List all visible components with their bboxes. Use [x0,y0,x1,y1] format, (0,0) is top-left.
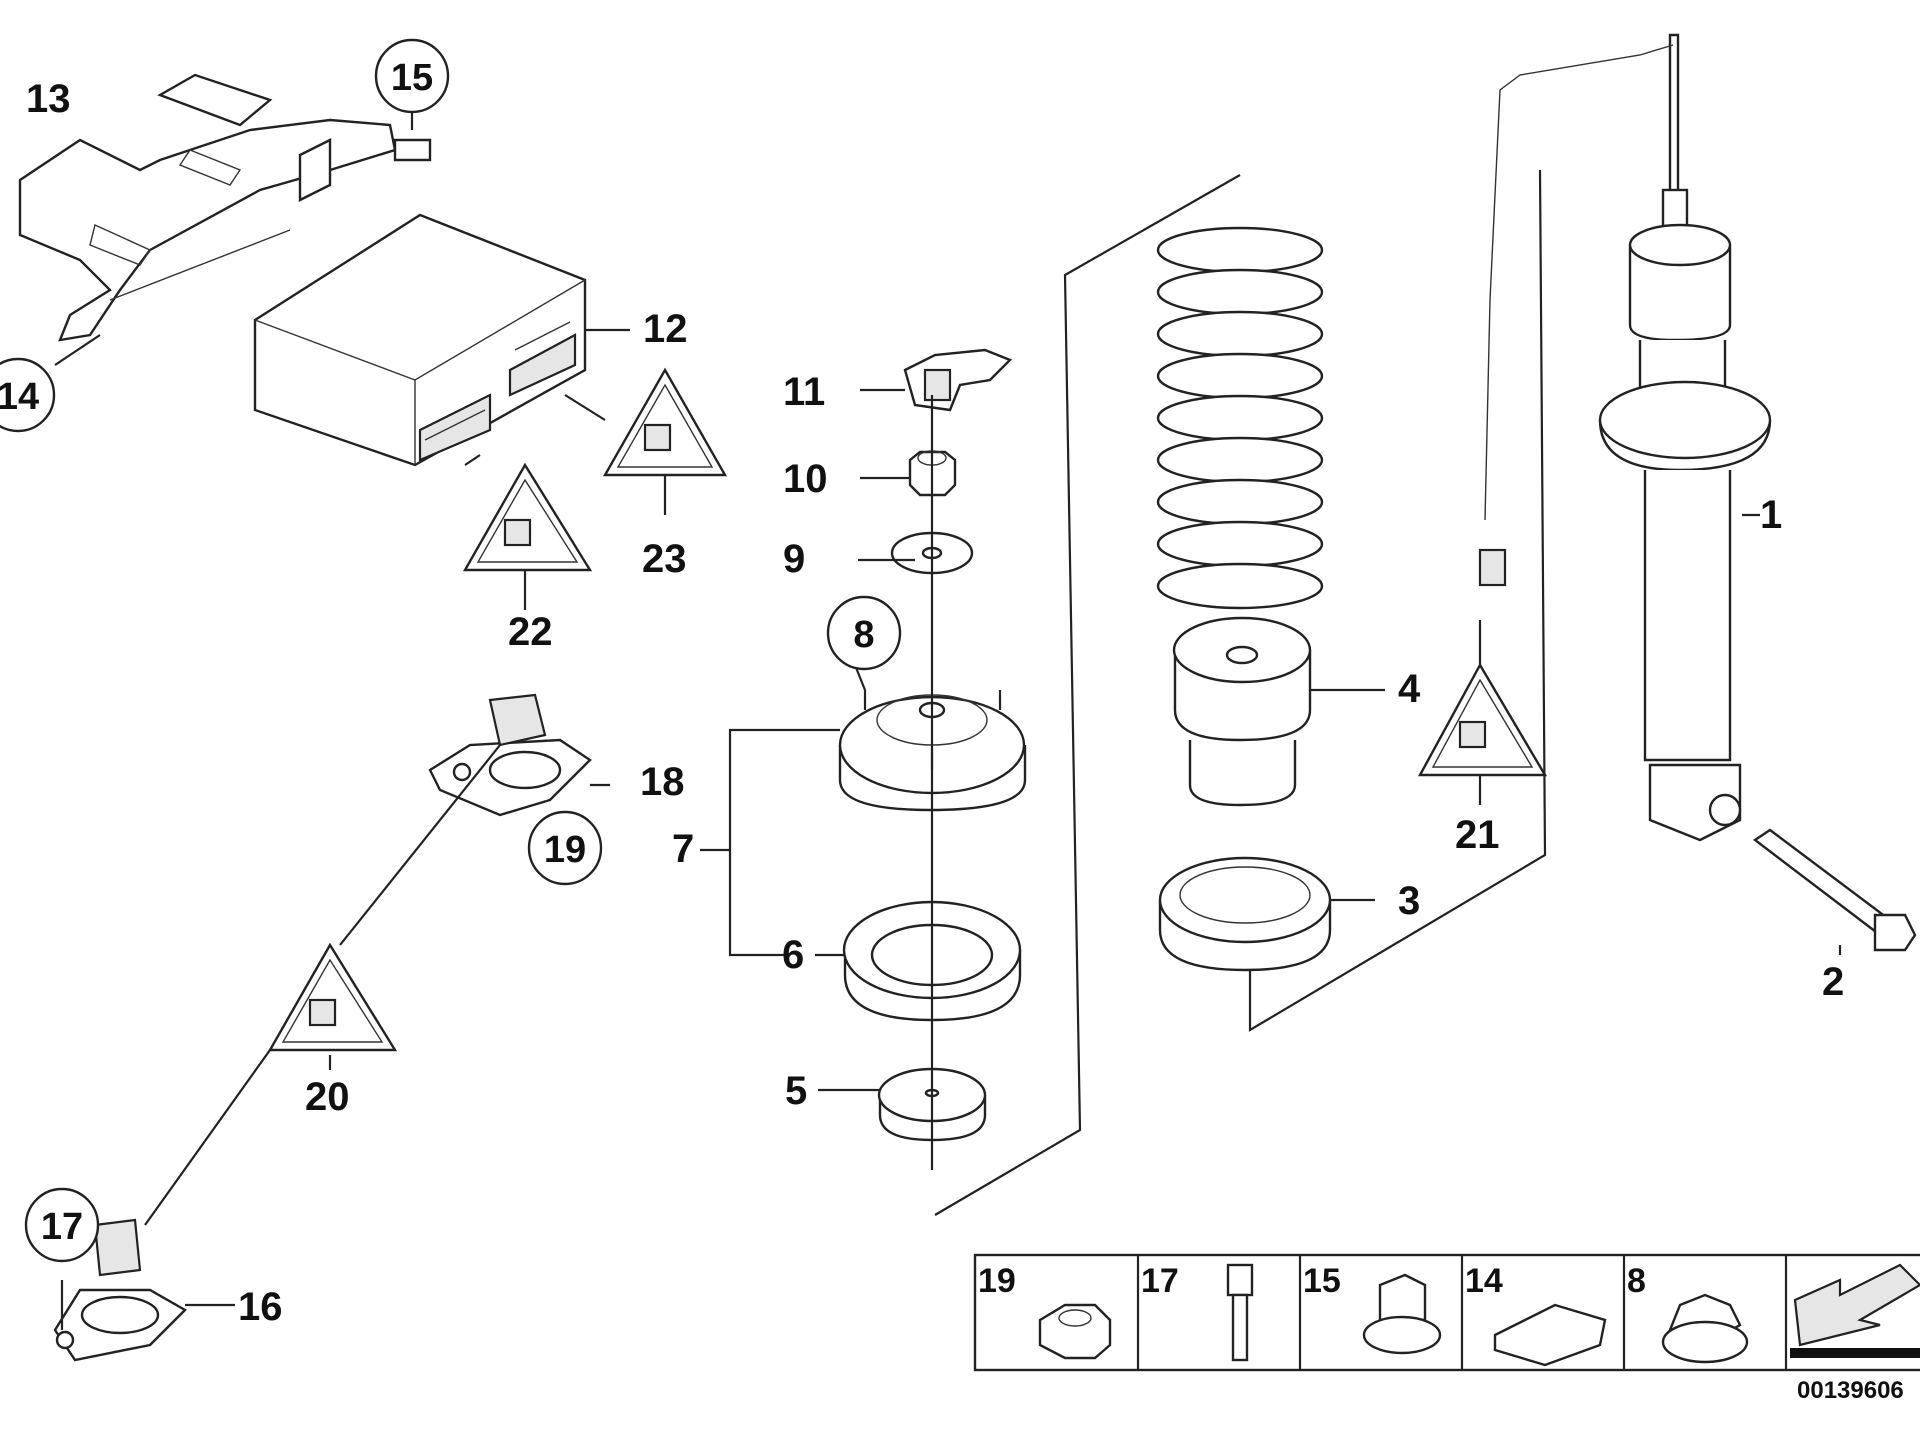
callout-1: 1 [1760,493,1782,537]
legend-label-8: 8 [1627,1262,1646,1300]
svg-text:14: 14 [0,376,39,418]
svg-text:8: 8 [853,614,874,656]
socket-bolt-icon [1226,1263,1254,1297]
callout-15: 15 [374,38,450,114]
callout-16: 16 [238,1285,283,1329]
callout-11: 11 [783,370,825,414]
hex-nut-icon [1038,1303,1112,1360]
bump-stop-4 [1172,616,1312,807]
callout-14: 14 [0,357,56,433]
bracket-13 [18,73,432,342]
sensor-18 [428,693,592,817]
callout-22: 22 [508,610,553,654]
svg-text:17: 17 [41,1206,83,1248]
flange-nut-icon [1378,1273,1427,1322]
callout-9: 9 [783,537,805,581]
shock-absorber-1 [1598,33,1772,842]
diagram-code: 00139606 [1797,1377,1904,1404]
callout-7: 7 [672,827,694,871]
clip-11 [903,348,1013,412]
spring-clip-icon [1493,1303,1607,1367]
callout-10: 10 [783,457,828,501]
callout-12: 12 [643,307,688,351]
sensor-cable [1484,44,1674,521]
warning-triangle-20 [267,942,398,1052]
spring-coil [1156,436,1324,484]
callout-5: 5 [785,1069,807,1113]
dashed-frame [934,169,1547,1216]
direction-arrow-icon [1793,1263,1920,1347]
callout-13: 13 [26,77,71,121]
callout-19: 19 [527,810,603,886]
leader-lines [54,112,1842,1307]
spring-coil [1156,394,1324,442]
spring-coil [1156,562,1324,610]
spring-pad-3 [1158,856,1332,972]
callout-23: 23 [642,537,687,581]
bolt-2 [1752,828,1917,952]
warning-triangle-23 [602,367,728,477]
callout-18: 18 [640,760,685,804]
callout-3: 3 [1398,879,1420,923]
legend-label-14: 14 [1465,1262,1503,1300]
cable-connector [1478,548,1507,587]
callout-2: 2 [1822,960,1844,1004]
coil-spring [1156,226,1324,610]
warning-triangle-22 [462,462,593,572]
spring-coil [1156,478,1324,526]
spring-coil [1156,520,1324,568]
spring-coil [1156,268,1324,316]
legend-table: 19 17 15 14 8 [973,1253,1920,1372]
callout-20: 20 [305,1075,350,1119]
control-unit-12 [253,213,587,467]
callout-8: 8 [826,595,902,671]
spring-coil [1156,226,1324,274]
spring-coil [1156,352,1324,400]
callout-4: 4 [1398,667,1421,711]
legend-label-15: 15 [1303,1262,1341,1300]
callout-17: 17 [24,1187,100,1263]
svg-text:15: 15 [391,57,433,99]
callout-6: 6 [782,933,804,977]
callout-21: 21 [1455,813,1500,857]
spring-coil [1156,310,1324,358]
sensor-16 [53,1218,187,1362]
legend-label-19: 19 [978,1262,1016,1300]
svg-text:19: 19 [544,829,586,871]
legend-label-17: 17 [1141,1262,1179,1300]
warning-triangle-21 [1417,662,1548,777]
